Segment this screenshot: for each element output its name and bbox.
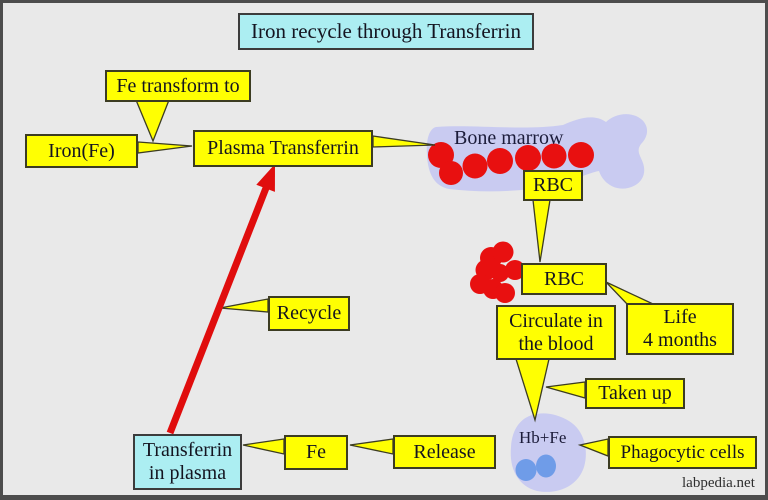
- node-rbc-marrow: RBC: [523, 170, 583, 201]
- rbc-dots-cluster: [470, 241, 525, 303]
- phagocytic-nuclei: [515, 454, 556, 481]
- node-transferrin-in-plasma: Transferrin in plasma: [133, 434, 242, 490]
- pointer-circulate-down: [515, 358, 550, 423]
- pointer-taken-up: [545, 381, 586, 399]
- label-hb-fe: Hb+Fe: [519, 428, 567, 447]
- pointer-release-left: [349, 438, 394, 455]
- pointer-fe-left: [242, 438, 285, 455]
- node-phagocytic-cells: Phagocytic cells: [608, 436, 757, 469]
- node-iron-fe: Iron(Fe): [25, 134, 138, 168]
- diagram-title: Iron recycle through Transferrin: [238, 13, 534, 50]
- pointer-iron-fe: [137, 141, 193, 154]
- diagram-shapes-layer: [135, 99, 654, 492]
- pointer-plasma-to-marrow: [372, 135, 436, 148]
- node-life-4-months: Life 4 months: [626, 303, 734, 355]
- node-recycle: Recycle: [268, 296, 350, 331]
- watermark-labpedia: labpedia.net: [682, 475, 755, 491]
- callout-pointers: [135, 99, 654, 457]
- rbc-dots-marrow: [428, 142, 594, 185]
- node-plasma-transferrin: Plasma Transferrin: [193, 130, 373, 167]
- node-circulate-in-blood: Circulate in the blood: [496, 305, 616, 360]
- recycle-arrow: [166, 164, 275, 435]
- pointer-life-to-rbc: [605, 281, 654, 305]
- node-release: Release: [393, 435, 496, 469]
- node-rbc-blood: RBC: [521, 263, 607, 295]
- node-fe: Fe: [284, 435, 348, 470]
- pointer-rbc1-down: [532, 199, 551, 263]
- node-fe-transform: Fe transform to: [105, 70, 251, 102]
- node-taken-up: Taken up: [585, 378, 685, 409]
- pointer-fe-transform: [135, 99, 170, 143]
- pointer-recycle: [219, 298, 269, 313]
- label-bone-marrow: Bone marrow: [454, 127, 564, 149]
